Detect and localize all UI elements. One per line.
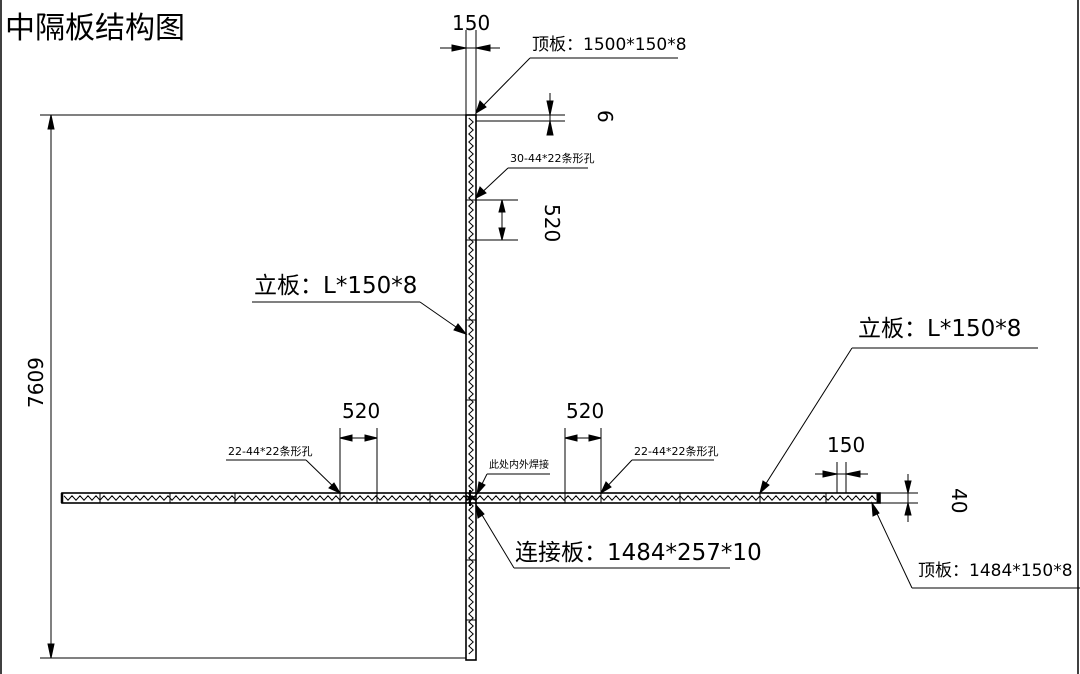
dimension-width-top bbox=[440, 30, 500, 115]
dimension-thickness-right bbox=[880, 474, 918, 522]
dimension-thickness-right-value: 40 bbox=[947, 488, 971, 513]
label-slot-holes-vertical: 30-44*22条形孔 bbox=[510, 151, 594, 165]
label-slot-holes-right: 22-44*22条形孔 bbox=[634, 444, 718, 458]
dimension-gap-top-value: 6 bbox=[593, 110, 617, 123]
leader-upright-horizontal bbox=[759, 347, 1038, 495]
dimension-width-right bbox=[815, 462, 868, 493]
dimension-slot-pitch-vertical bbox=[476, 199, 518, 241]
dimension-slot-pitch-right-value: 520 bbox=[566, 399, 604, 423]
leader-slot-holes-right bbox=[599, 459, 714, 495]
drawing-title: 中隔板结构图 bbox=[5, 11, 185, 46]
leader-connection-plate bbox=[475, 503, 730, 569]
leader-top-plate-horizontal bbox=[871, 501, 1080, 589]
leader-top-plate-vertical bbox=[475, 57, 678, 115]
dimension-gap-top bbox=[476, 93, 565, 136]
label-top-plate-horizontal: 顶板：1484*150*8 bbox=[918, 561, 1073, 581]
dimension-slot-pitch-vertical-value: 520 bbox=[540, 204, 564, 242]
dimension-width-right-value: 150 bbox=[827, 433, 865, 457]
leader-slot-holes-vertical bbox=[475, 167, 588, 200]
label-upright-vertical: 立板：L*150*8 bbox=[254, 273, 417, 299]
dimension-overall-height-value: 7609 bbox=[24, 357, 48, 408]
dimension-slot-pitch-left-value: 520 bbox=[342, 399, 380, 423]
junction-weld bbox=[465, 490, 477, 506]
vertical-plate bbox=[465, 114, 477, 661]
label-weld-note: 此处内外焊接 bbox=[489, 458, 549, 471]
label-upright-horizontal: 立板：L*150*8 bbox=[858, 316, 1021, 342]
horizontal-slot-ticks bbox=[99, 493, 827, 503]
vertical-plate-weld-seam bbox=[468, 117, 474, 655]
leader-slot-holes-left bbox=[226, 459, 342, 495]
dimension-overall-height bbox=[40, 114, 466, 659]
leader-upright-vertical bbox=[252, 301, 468, 336]
dimension-width-top-value: 150 bbox=[452, 11, 490, 35]
label-top-plate-vertical: 顶板：1500*150*8 bbox=[532, 35, 687, 55]
dimension-slot-pitch-left bbox=[339, 428, 378, 493]
dimension-slot-pitch-right bbox=[564, 428, 602, 493]
leader-weld-note bbox=[476, 473, 550, 496]
label-slot-holes-left: 22-44*22条形孔 bbox=[228, 444, 312, 458]
label-connection-plate: 连接板：1484*257*10 bbox=[515, 540, 762, 566]
vertical-slot-ticks bbox=[466, 199, 476, 621]
